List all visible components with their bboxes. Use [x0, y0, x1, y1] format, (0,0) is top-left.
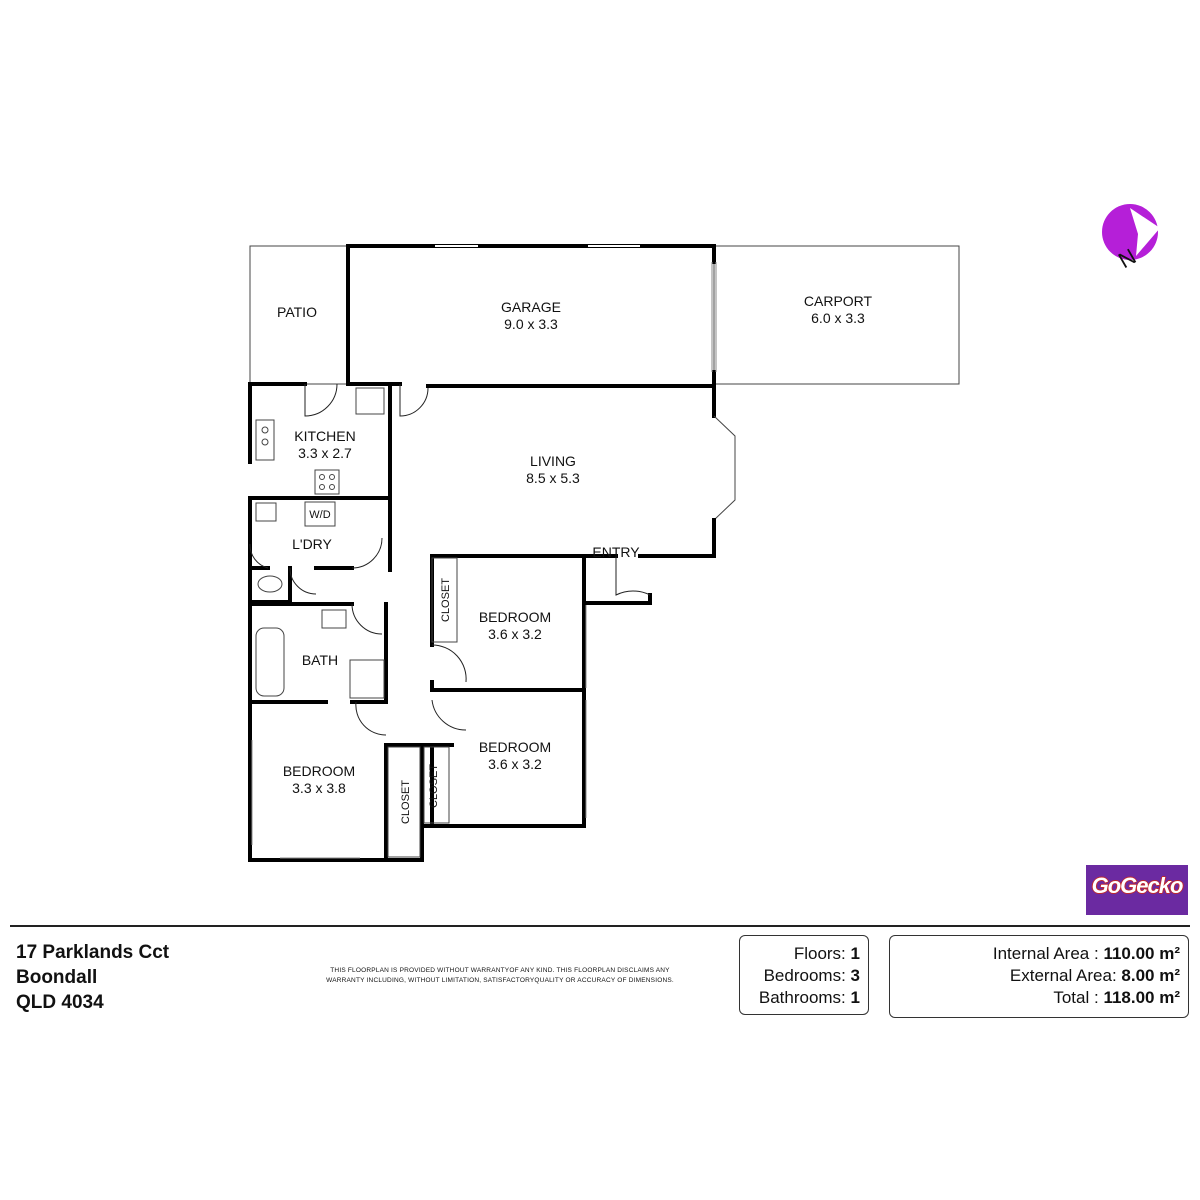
bedroom2-dims: 3.6 x 3.2	[488, 756, 542, 772]
bedrooms-row: Bedrooms: 3	[764, 966, 860, 986]
area-summary: Internal Area : 110.00 m² External Area:…	[889, 935, 1189, 1018]
disclaimer-line: THIS FLOORPLAN IS PROVIDED WITHOUT WARRA…	[330, 967, 670, 974]
sink-icon	[255, 419, 275, 461]
fixtures	[255, 387, 385, 699]
fridge-icon	[355, 387, 385, 415]
washer-dryer-label: W/D	[309, 509, 330, 521]
patio-label: PATIO	[277, 304, 317, 320]
bathrooms-row: Bathrooms: 1	[759, 988, 860, 1008]
carport-area	[713, 245, 960, 385]
property-stats: Floors: 1 Bedrooms: 3 Bathrooms: 1	[739, 935, 869, 1015]
internal-area-value: 110.00 m²	[1103, 944, 1180, 963]
total-area-row: Total : 118.00 m²	[1053, 988, 1180, 1008]
address-street: 17 Parklands Cct	[16, 942, 170, 963]
disclaimer-line: WARRANTY INCLUDING, WITHOUT LIMITATION, …	[326, 977, 674, 984]
basin-icon	[321, 609, 347, 629]
disclaimer: THIS FLOORPLAN IS PROVIDED WITHOUT WARRA…	[300, 966, 700, 986]
bedrooms-value: 3	[850, 966, 860, 985]
stove-icon	[314, 469, 340, 495]
logo-text: GoGecko	[1091, 873, 1184, 898]
entry-label: ENTRY	[592, 544, 640, 560]
gogecko-logo: GoGecko	[1086, 865, 1188, 915]
closet-label: CLOSET	[400, 780, 412, 824]
total-area-label: Total :	[1053, 988, 1099, 1007]
north-compass-icon: N	[1102, 204, 1160, 273]
doors	[249, 383, 651, 736]
internal-area-row: Internal Area : 110.00 m²	[993, 944, 1180, 964]
bathrooms-value: 1	[850, 988, 860, 1007]
closet-label: CLOSET	[428, 764, 440, 808]
laundry-label: L'DRY	[292, 536, 332, 552]
living-dims: 8.5 x 5.3	[526, 470, 580, 486]
floor-plan: PATIO GARAGE 9.0 x 3.3 CARPORT 6.0 x 3.3…	[248, 244, 960, 862]
washer-dryer-icon	[304, 501, 336, 527]
external-area-value: 8.00 m²	[1121, 966, 1180, 985]
garage-walls	[346, 244, 717, 388]
floors-label: Floors:	[793, 944, 846, 963]
internal-area-label: Internal Area :	[992, 944, 1099, 963]
laundry-tub-icon	[255, 502, 277, 522]
bathrooms-label: Bathrooms:	[758, 988, 846, 1007]
closet-label: CLOSET	[440, 578, 452, 622]
bedroom1-dims: 3.6 x 3.2	[488, 626, 542, 642]
bedrooms-label: Bedrooms:	[763, 966, 846, 985]
external-area-label: External Area:	[1009, 966, 1117, 985]
address-block: 17 Parklands Cct Boondall QLD 4034	[16, 940, 169, 1015]
address-suburb: Boondall	[16, 967, 98, 988]
shower-icon	[349, 659, 385, 699]
floors-value: 1	[850, 944, 860, 963]
kitchen-dims: 3.3 x 2.7	[298, 445, 352, 461]
toilet-icon	[257, 575, 283, 593]
living-label: LIVING	[530, 453, 576, 469]
house-walls	[248, 382, 736, 862]
carport-label: CARPORT	[804, 293, 873, 309]
garage-label: GARAGE	[501, 299, 561, 315]
bedroom1-label: BEDROOM	[479, 609, 551, 625]
external-area-row: External Area: 8.00 m²	[1010, 966, 1180, 986]
bedroom3-label: BEDROOM	[283, 763, 355, 779]
address-state: QLD 4034	[16, 992, 104, 1013]
kitchen-label: KITCHEN	[294, 428, 355, 444]
bedroom2-label: BEDROOM	[479, 739, 551, 755]
total-area-value: 118.00 m²	[1103, 988, 1180, 1007]
garage-dims: 9.0 x 3.3	[504, 316, 558, 332]
bathtub-icon	[255, 627, 285, 697]
footer-divider	[10, 925, 1190, 927]
bedroom3-dims: 3.3 x 3.8	[292, 780, 346, 796]
carport-dims: 6.0 x 3.3	[811, 310, 865, 326]
bath-label: BATH	[302, 652, 338, 668]
floors-row: Floors: 1	[794, 944, 860, 964]
